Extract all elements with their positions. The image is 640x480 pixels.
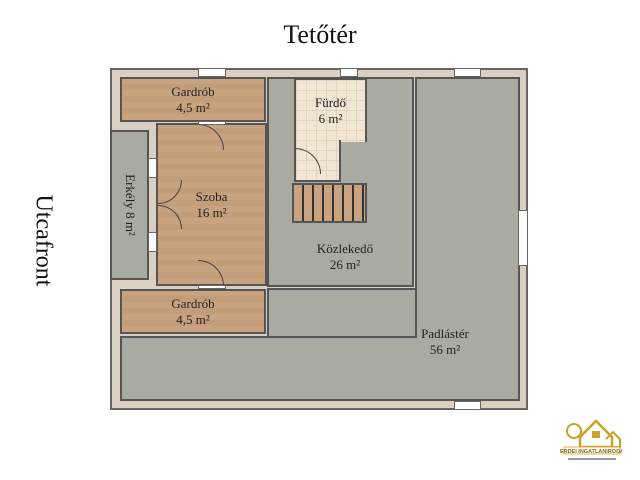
padlaster-fill-join	[417, 300, 518, 360]
erdei-ingatlaniroda-logo: ERDEI INGATLANIRODA	[560, 415, 624, 463]
label-erkely: Erkély 8 m²	[110, 150, 149, 260]
room-name: Közlekedő	[316, 241, 374, 256]
room-area: 26 m²	[329, 257, 361, 272]
room-area: 4,5 m²	[176, 100, 210, 115]
room-gardrob-top	[120, 77, 266, 122]
room-name: Fürdő	[314, 95, 347, 110]
room-szoba	[156, 123, 267, 286]
svg-text:ERDEI INGATLANIRODA: ERDEI INGATLANIRODA	[560, 449, 622, 455]
window	[340, 68, 358, 77]
room-area: 16 m²	[196, 205, 227, 220]
room-name: Erkély 8 m²	[122, 174, 138, 236]
window	[518, 210, 528, 266]
window	[198, 68, 226, 77]
room-area: 6 m²	[318, 111, 343, 126]
street-front-text: Utcafront	[30, 194, 57, 286]
door-opening	[198, 285, 226, 289]
window	[148, 158, 157, 178]
room-gardrob-bottom	[120, 289, 266, 334]
room-erkely	[110, 130, 149, 280]
staircase	[292, 183, 367, 223]
window	[454, 401, 481, 410]
room-area: 4,5 m²	[176, 312, 210, 327]
floor-title: Tetőtér	[283, 20, 357, 49]
room-name: Padlástér	[421, 326, 469, 341]
door-opening	[198, 121, 226, 125]
room-name: Gardrób	[171, 84, 215, 99]
room-padlaster-middle	[267, 288, 415, 338]
room-furdo	[294, 78, 367, 142]
window	[148, 232, 157, 252]
room-name: Szoba	[195, 189, 228, 204]
window	[454, 68, 481, 77]
room-area: 56 m²	[429, 342, 461, 357]
room-name: Gardrób	[171, 296, 215, 311]
street-front-label: Utcafront	[28, 185, 58, 295]
